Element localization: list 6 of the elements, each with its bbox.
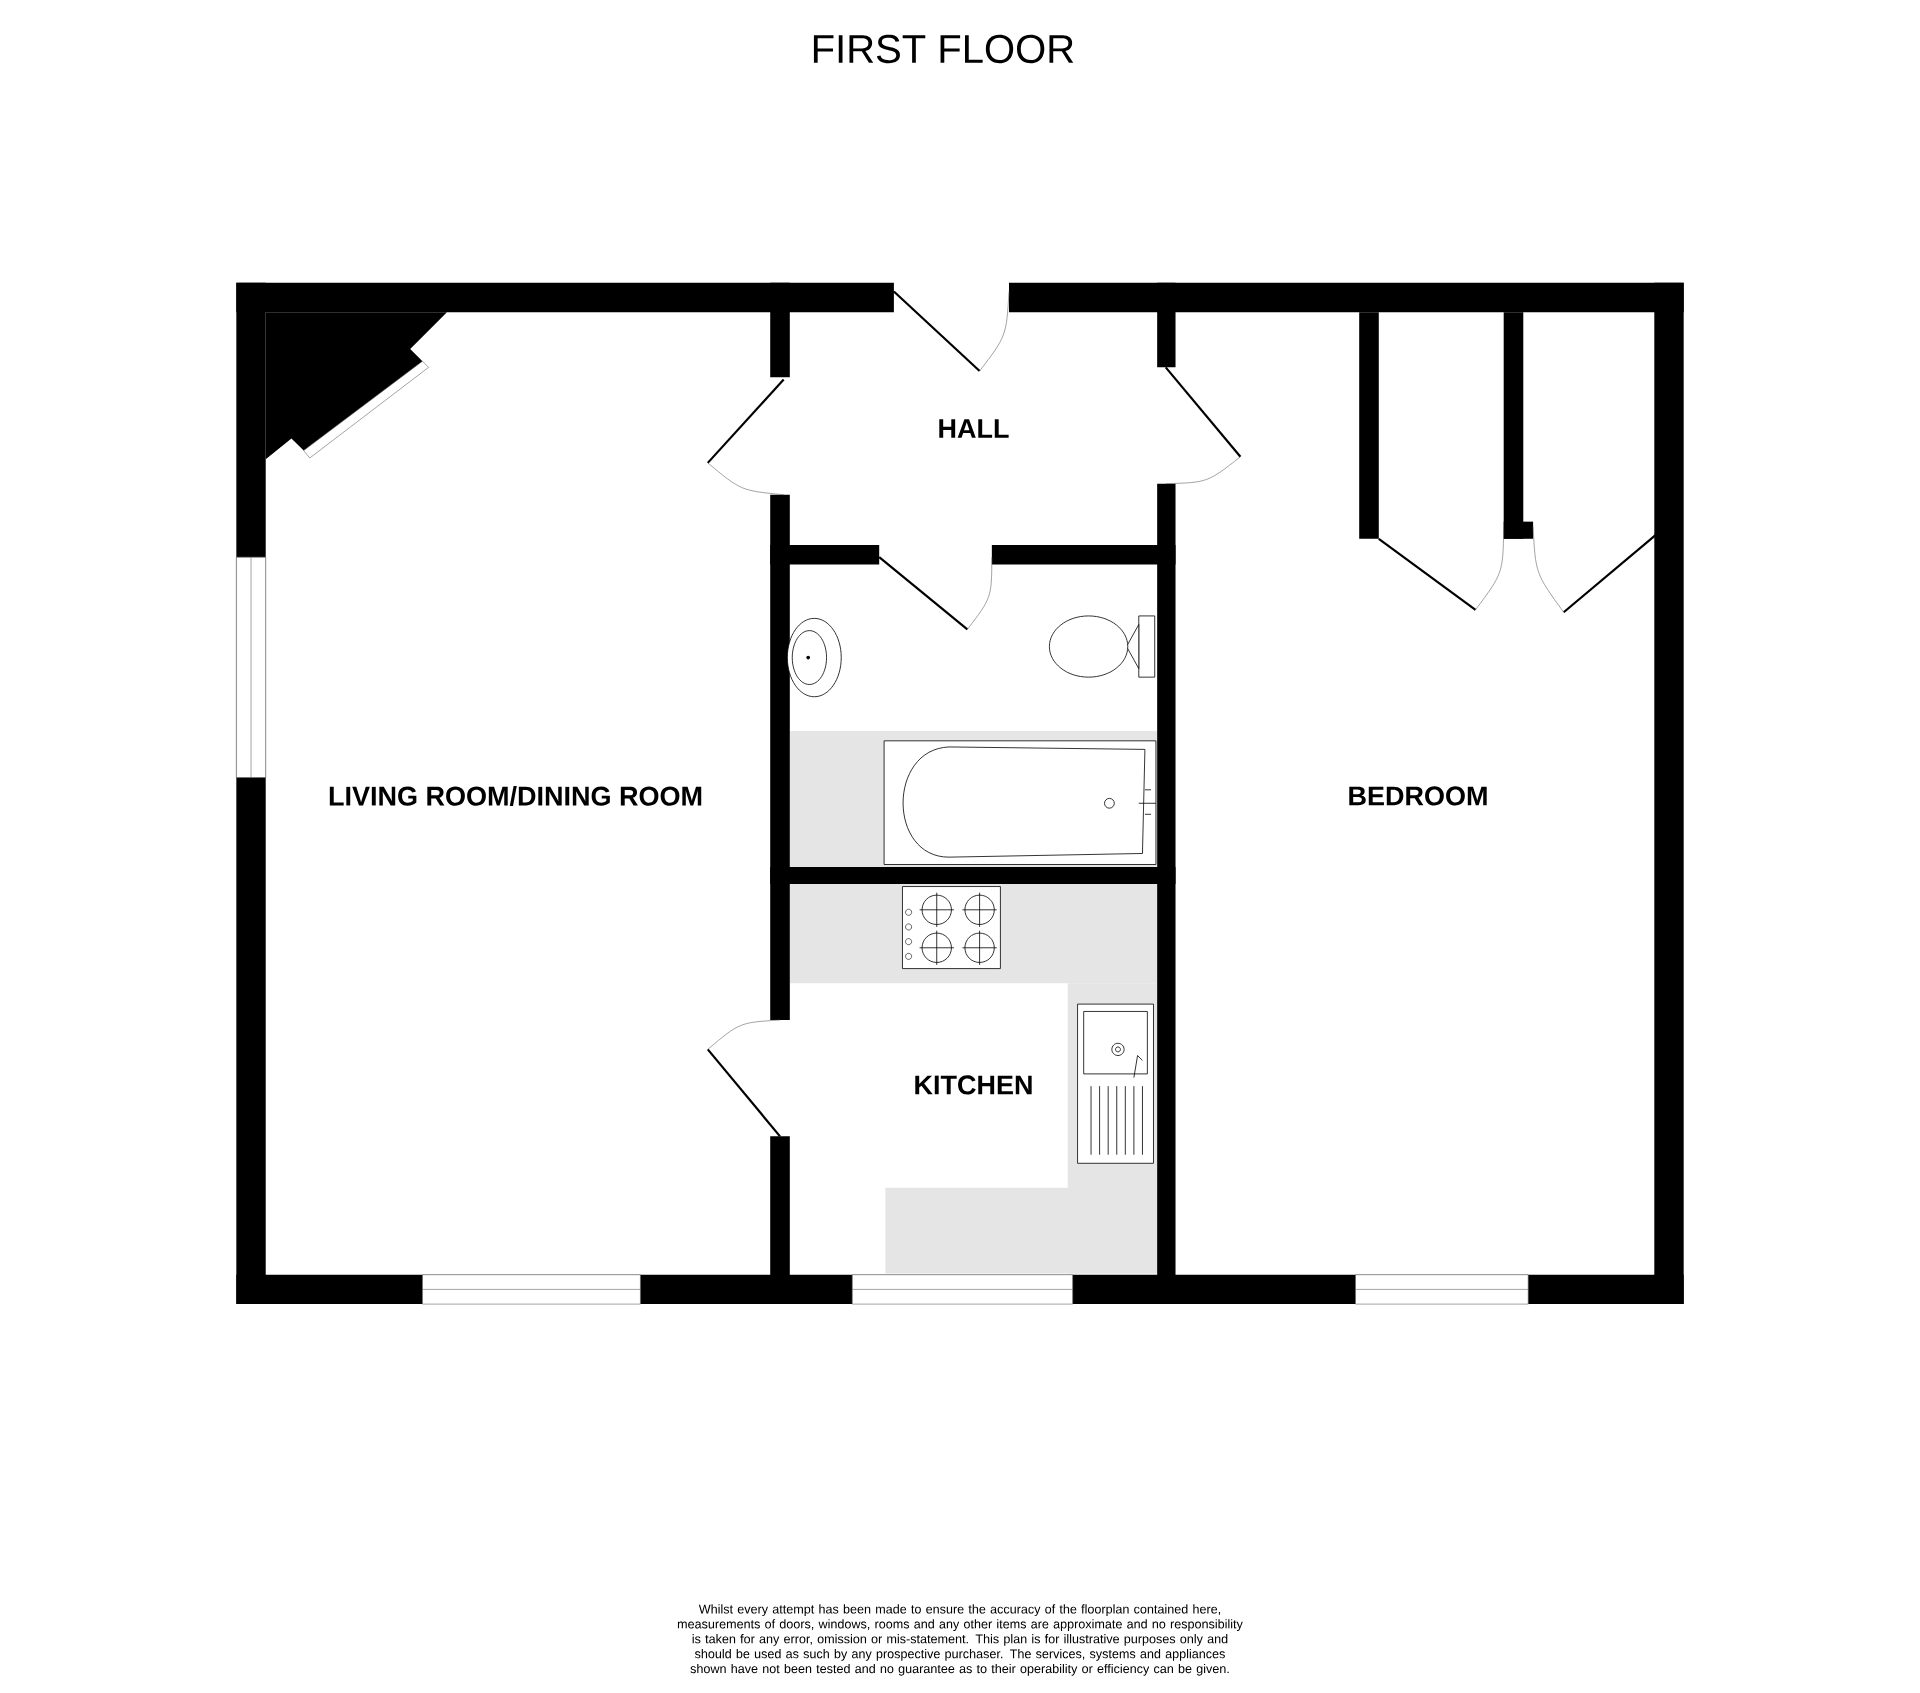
room-label: KITCHEN: [915, 1075, 1032, 1095]
room-label: HALL: [939, 419, 1009, 438]
room-label: LIVING ROOM/DINING ROOM: [329, 785, 702, 806]
disclaimer-text: Whilst every attempt has been made to ensure the accuracy of the floorplan contained here, measurements of doors, windows, rooms and any other items are approximate and no responsibility is taken for any error, omission or mis-statement. This plan is for illustrative purposes only and should be used as such by any prospective purchaser. The services, systems and appliances shown have not been tested and no guarantee as to their operability or efficiency can be given.: [677, 1604, 1243, 1676]
page-title: FIRST FLOOR: [813, 34, 1074, 63]
room-label: BEDROOM: [1349, 786, 1487, 806]
